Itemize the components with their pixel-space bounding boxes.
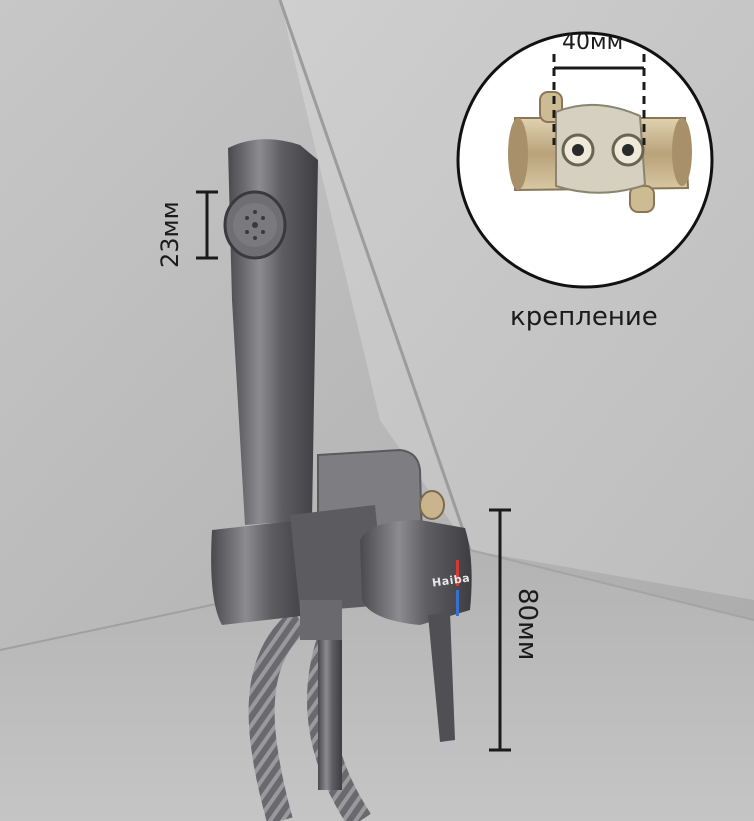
height-dimension-label: 80мм (512, 588, 542, 661)
mixer-lever (428, 612, 455, 742)
mixer-handle-cap (360, 520, 472, 625)
nozzle-dimension-label: 23мм (156, 201, 184, 268)
mount-inset (456, 31, 714, 289)
mount-caption: крепление (510, 302, 658, 332)
hand-shower (223, 139, 318, 525)
shower-holder (211, 520, 310, 625)
dimension-lines (196, 190, 511, 752)
spacing-dimension-label: 40мм (562, 30, 624, 55)
mixer-body (211, 505, 472, 790)
